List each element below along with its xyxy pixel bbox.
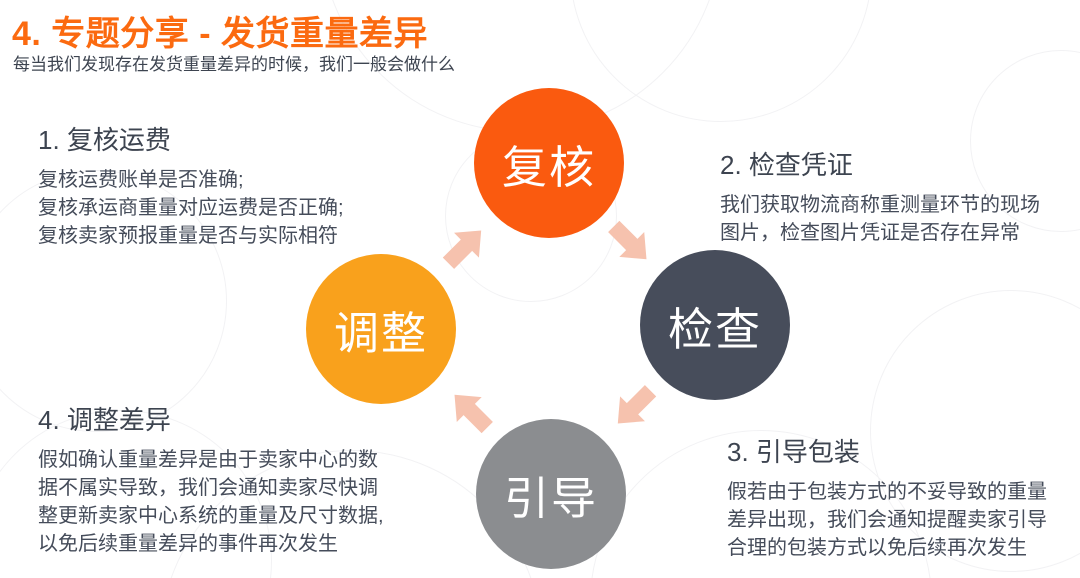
step-text-line: 据不属实导致，我们会通知卖家尽快调 xyxy=(38,477,378,499)
step-text-line: 复核承运商重量对应运费是否正确; xyxy=(38,197,344,219)
cycle-node-label: 复核 xyxy=(501,141,596,193)
step-heading: 4. 调整差异 xyxy=(38,405,171,435)
step-block-adjust-discrepancy: 4. 调整差异 假如确认重量差异是由于卖家中心的数 据不属实导致，我们会通知卖家… xyxy=(38,400,384,558)
cycle-arrow-inspect-to-guide-icon xyxy=(600,374,668,442)
cycle-node-label: 检查 xyxy=(667,303,762,355)
step-text-line: 整更新卖家中心系统的重量及尺寸数据, xyxy=(38,505,384,527)
step-text-line: 图片，检查图片凭证是否存在异常 xyxy=(720,222,1020,244)
cycle-arrow-guide-to-adjust-icon xyxy=(436,377,504,445)
step-text-line: 复核运费账单是否准确; xyxy=(38,169,244,191)
step-text-line: 假若由于包装方式的不妥导致的重量 xyxy=(727,481,1047,503)
cycle-node-label: 引导 xyxy=(503,472,598,524)
slide-subtitle: 每当我们发现存在发货重量差异的时候，我们一般会做什么 xyxy=(13,55,455,74)
step-text-line: 假如确认重量差异是由于卖家中心的数 xyxy=(38,449,378,471)
step-block-review-freight: 1. 复核运费 复核运费账单是否准确; 复核承运商重量对应运费是否正确; 复核卖… xyxy=(38,120,344,250)
step-heading: 3. 引导包装 xyxy=(727,437,860,467)
step-text-line: 合理的包装方式以免后续再次发生 xyxy=(727,537,1027,559)
cycle-node-label: 调整 xyxy=(333,307,428,359)
step-block-guide-packaging: 3. 引导包装 假若由于包装方式的不妥导致的重量 差异出现，我们会通知提醒卖家引… xyxy=(727,432,1047,562)
step-heading: 2. 检查凭证 xyxy=(720,150,853,180)
cycle-arrow-adjust-to-review-icon xyxy=(431,212,499,280)
cycle-node-adjust: 调整 xyxy=(306,254,456,404)
step-block-check-evidence: 2. 检查凭证 我们获取物流商称重测量环节的现场 图片，检查图片凭证是否存在异常 xyxy=(720,145,1040,247)
step-text-line: 复核卖家预报重量是否与实际相符 xyxy=(38,225,338,247)
cycle-node-review: 复核 xyxy=(474,88,624,238)
slide-title: 4. 专题分享 - 发货重量差异 xyxy=(12,15,429,53)
step-text-line: 我们获取物流商称重测量环节的现场 xyxy=(720,194,1040,216)
cycle-arrow-review-to-inspect-icon xyxy=(597,209,665,277)
cycle-node-inspect: 检查 xyxy=(640,250,790,400)
step-text-line: 差异出现，我们会通知提醒卖家引导 xyxy=(727,509,1047,531)
cycle-node-guide: 引导 xyxy=(476,419,626,569)
step-text-line: 以免后续重量差异的事件再次发生 xyxy=(38,533,338,555)
step-heading: 1. 复核运费 xyxy=(38,125,171,155)
